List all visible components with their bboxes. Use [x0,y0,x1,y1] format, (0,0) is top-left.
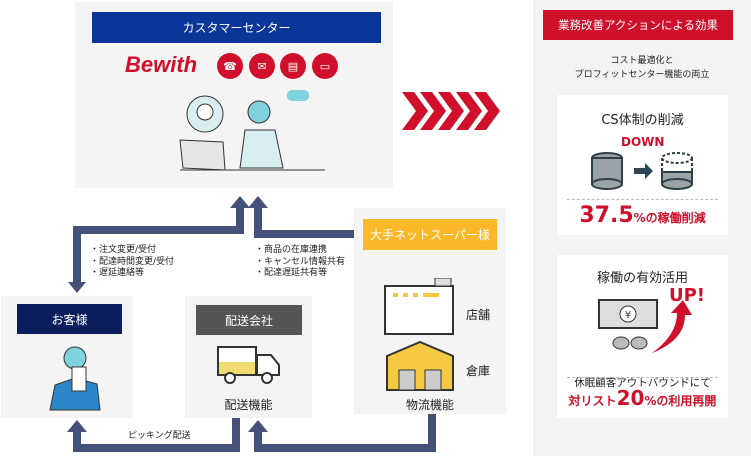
effects-title: 業務改善アクションによる効果 [543,10,733,40]
customer-illustration [49,346,101,411]
bewith-logo: Bewith [125,52,198,77]
note: ・遅延連絡等 [90,268,145,278]
store-warehouse-icons [384,278,454,391]
result-value: 20 [616,386,645,410]
divider [567,199,718,200]
call-center-title: カスタマーセンター [92,12,381,43]
mail-icon: ✉ [249,53,275,79]
delivery-function: 配送機能 [224,398,273,412]
store-label: 店舗 [466,308,491,322]
note: ・配達遅延共有等 [255,268,328,278]
yen-growth-icon: ¥ [598,299,692,353]
arrow-delivery-to-customer [67,418,240,452]
database-reduce-icon [591,152,693,190]
supermarket-title: 大手ネットスーパー様 [363,219,497,250]
svg-text:¥: ¥ [625,310,631,321]
chat-icon: ▭ [312,53,338,79]
phone-icon: ☎ [217,53,243,79]
note: ・注文変更/受付 [90,245,157,255]
card-title: 稼働の有効活用 [596,271,688,286]
chevrons-icon [402,92,500,130]
picking-label: ピッキング配送 [128,431,191,441]
logistics-function: 物流機能 [405,398,454,412]
outbound-line: 休眠顧客アウトバウンドにて [574,377,711,389]
utilization-result: 対リスト20%の利用再開 [557,386,728,410]
result-suffix: %の利用再開 [644,394,717,408]
operator-illustration [179,90,325,171]
down-badge: DOWN [621,135,665,149]
customer-title: お客様 [17,304,122,334]
note: ・キャンセル情報共有 [255,256,346,267]
warehouse-label: 倉庫 [466,364,491,378]
cs-reduction-card: CS体制の削減 DOWN 37.5%の稼働削減 [557,95,728,235]
cs-reduction-result: 37.5%の稼働削減 [557,203,728,228]
fax-icon: ▤ [280,53,306,79]
reduction-suffix: %の稼働削減 [633,211,706,225]
reduction-value: 37.5 [579,203,634,228]
flow-notes-customer: ・注文変更/受付 ・配達時間変更/受付 ・遅延連絡等 [90,245,174,280]
note: ・配達時間変更/受付 [90,256,175,267]
arrow-supermarket-to-delivery [248,414,436,452]
warehouse-icon [386,340,454,391]
arrow-supermarket-to-center [248,196,362,238]
up-badge: UP! [669,285,706,306]
subtitle-line: プロフィットセンター機能の両立 [574,70,710,80]
flow-notes-supermarket: ・商品の在庫連携 ・キャンセル情報共有 ・配達遅延共有等 [255,245,345,280]
subtitle-line: コスト最適化と [610,56,674,66]
effects-subtitle: コスト最適化と プロフィットセンター機能の両立 [533,54,751,82]
divider [567,377,718,378]
card-title: CS体制の削減 [601,113,684,128]
delivery-title: 配送会社 [196,305,302,335]
note: ・商品の在庫連携 [255,245,328,255]
result-prefix: 対リスト [568,394,617,408]
utilization-card: 稼働の有効活用 UP! ¥ 休眠顧客アウトバウンドにて 対リスト20%の利用再開 [557,255,728,418]
truck-icon [217,346,280,384]
